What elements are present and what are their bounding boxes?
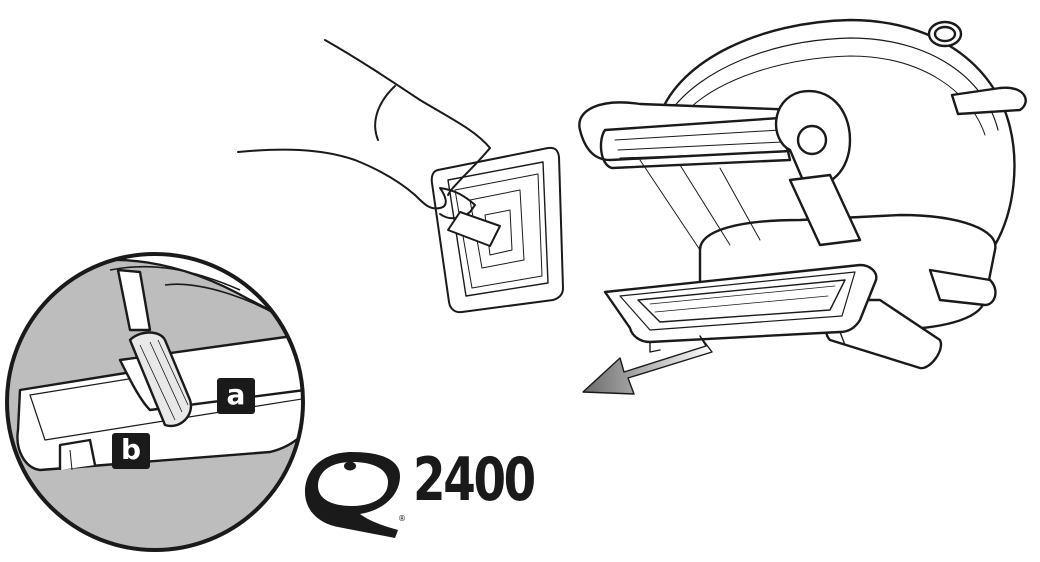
callout-a-label: a: [217, 378, 255, 414]
registered-mark: ®: [398, 514, 406, 523]
q-logo-icon: [305, 452, 400, 538]
foil-drip-pan: [637, 279, 846, 323]
lid-handle: [950, 86, 1027, 116]
drip-pan-tray: [603, 263, 878, 344]
cuff-line: [374, 85, 396, 141]
side-table-panel: [788, 173, 862, 247]
front-handle-bar: [599, 116, 792, 170]
drip-pan-liner-tab: [447, 211, 501, 247]
thermometer: [927, 20, 963, 48]
grill-illustration: [578, 18, 1027, 370]
pull-out-arrow-icon: [582, 335, 713, 395]
stand-leg-back: [928, 268, 997, 307]
side-frame: [578, 101, 812, 162]
drip-pan-held: [430, 146, 564, 314]
side-bracket: [775, 89, 852, 187]
arm-outline: [237, 39, 491, 196]
zoom-detail: [5, 252, 305, 552]
model-number: 2400: [413, 445, 536, 515]
callout-b-label: b: [112, 433, 150, 469]
hand-with-drip-pan: [237, 39, 564, 314]
